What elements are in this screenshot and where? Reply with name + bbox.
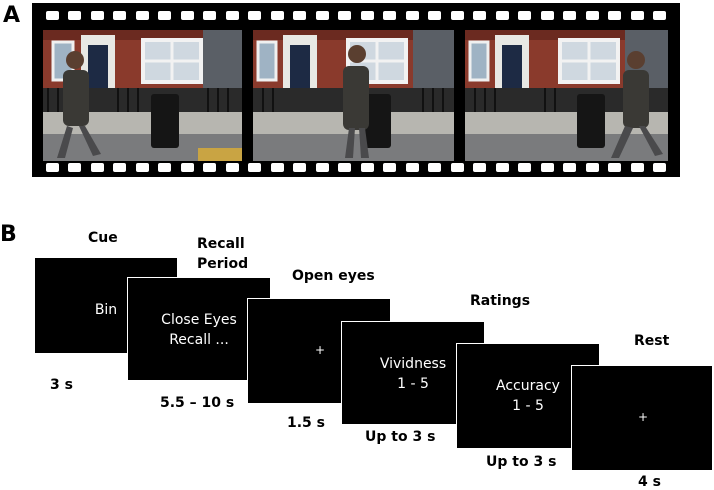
film-sprocket-hole xyxy=(225,163,239,172)
film-sprocket-hole xyxy=(450,163,464,172)
film-sprocket-hole xyxy=(383,11,397,20)
film-sprocket-hole xyxy=(135,163,149,172)
accuracy-label: Accuracy xyxy=(496,378,560,394)
rest-cross-icon: + xyxy=(638,410,649,424)
recall-instruction-line-2: Recall ... xyxy=(169,332,229,348)
rest-duration: 4 s xyxy=(638,474,661,490)
film-sprocket-hole xyxy=(518,11,532,20)
film-sprocket-hole xyxy=(360,11,374,20)
film-sprocket-hole xyxy=(473,11,487,20)
film-sprocket-hole xyxy=(46,163,59,172)
open-eyes-duration: 1.5 s xyxy=(287,415,326,431)
film-sprocket-hole xyxy=(158,163,172,172)
film-sprocket-hole xyxy=(585,163,599,172)
film-sprocket-hole xyxy=(113,163,127,172)
rest-title: Rest xyxy=(634,333,670,349)
film-sprocket-hole xyxy=(315,11,329,20)
film-sprocket-hole xyxy=(338,163,352,172)
film-sprocket-hole xyxy=(630,163,644,172)
film-sprocket-hole xyxy=(405,11,419,20)
film-sprocket-hole xyxy=(203,11,217,20)
recall-title-line-2: Period xyxy=(197,256,249,272)
film-sprocket-hole xyxy=(383,163,397,172)
film-sprocket-hole xyxy=(225,11,239,20)
film-sprocket-hole xyxy=(563,163,577,172)
film-sprocket-hole xyxy=(653,11,666,20)
ratings-title: Ratings xyxy=(470,293,531,309)
recall-title-line-1: Recall xyxy=(197,236,245,252)
film-sprocket-hole xyxy=(360,163,374,172)
street-scene-image-3 xyxy=(465,30,668,161)
panel-b-label: B xyxy=(0,222,17,247)
film-sprocket-hole xyxy=(540,163,554,172)
film-sprocket-hole xyxy=(135,11,149,20)
film-sprocket-hole xyxy=(585,11,599,20)
accuracy-duration: Up to 3 s xyxy=(486,454,557,470)
cue-title: Cue xyxy=(88,230,118,246)
film-sprocket-hole xyxy=(495,11,509,20)
film-sprocket-hole xyxy=(90,163,104,172)
film-sprocket-hole xyxy=(68,11,82,20)
street-scene-image-2 xyxy=(253,30,454,161)
film-sprocket-hole xyxy=(180,163,194,172)
film-strip xyxy=(32,3,680,177)
cue-duration: 3 s xyxy=(50,377,73,393)
film-sprocket-hole xyxy=(180,11,194,20)
film-sprocket-hole xyxy=(293,163,307,172)
film-sprocket-hole xyxy=(315,163,329,172)
film-sprocket-hole xyxy=(293,11,307,20)
film-sprocket-hole xyxy=(540,11,554,20)
open-eyes-title: Open eyes xyxy=(292,268,375,284)
film-sprocket-hole xyxy=(653,163,666,172)
film-sprocket-hole xyxy=(158,11,172,20)
film-sprocket-hole xyxy=(46,11,59,20)
film-sprocket-hole xyxy=(450,11,464,20)
vividness-label: Vividness xyxy=(379,356,447,372)
film-sprocket-hole xyxy=(338,11,352,20)
vividness-duration: Up to 3 s xyxy=(365,429,436,445)
fixation-cross-icon: + xyxy=(315,343,326,357)
film-sprocket-hole xyxy=(248,163,262,172)
film-sprocket-hole xyxy=(473,163,487,172)
film-sprocket-hole xyxy=(270,163,284,172)
street-scene-image-1 xyxy=(43,30,242,161)
rest-screen: + xyxy=(571,365,713,471)
film-frame-3 xyxy=(465,30,668,161)
vividness-scale: 1 - 5 xyxy=(397,376,429,392)
panel-a-label: A xyxy=(3,3,21,28)
accuracy-scale: 1 - 5 xyxy=(512,398,544,414)
film-sprocket-hole xyxy=(518,163,532,172)
film-sprocket-hole xyxy=(270,11,284,20)
film-sprocket-hole xyxy=(203,163,217,172)
film-sprocket-hole xyxy=(405,163,419,172)
recall-instruction-line-1: Close Eyes xyxy=(161,312,237,328)
film-frame-1 xyxy=(43,30,242,161)
film-sprocket-hole xyxy=(428,11,442,20)
film-sprocket-hole xyxy=(495,163,509,172)
film-sprocket-hole xyxy=(90,11,104,20)
film-sprocket-hole xyxy=(630,11,644,20)
film-sprocket-hole xyxy=(608,11,622,20)
film-sprocket-hole xyxy=(428,163,442,172)
film-sprocket-hole xyxy=(608,163,622,172)
film-frame-2 xyxy=(253,30,454,161)
film-sprocket-hole xyxy=(68,163,82,172)
film-sprocket-hole xyxy=(248,11,262,20)
film-sprocket-hole xyxy=(563,11,577,20)
cue-word: Bin xyxy=(94,302,118,318)
recall-duration: 5.5 – 10 s xyxy=(160,395,235,411)
film-sprocket-hole xyxy=(113,11,127,20)
